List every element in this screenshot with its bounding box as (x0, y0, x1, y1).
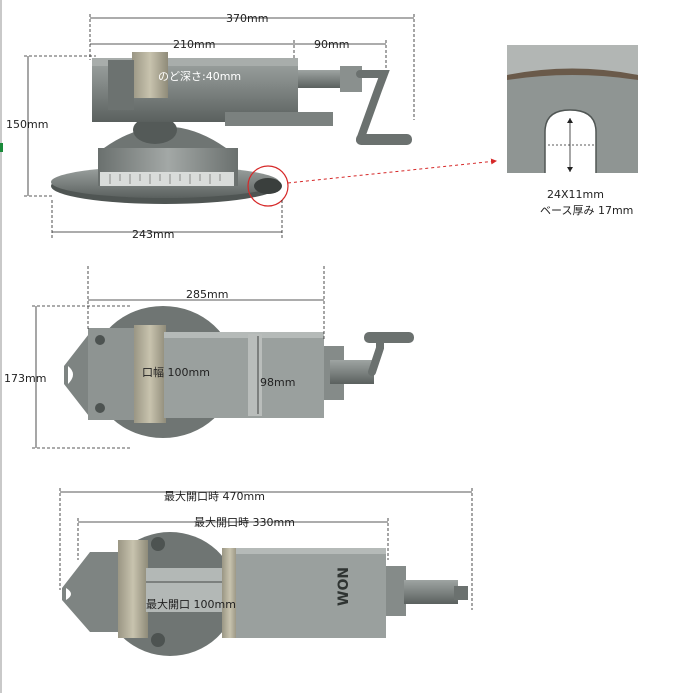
dim-base-width: 243mm (132, 228, 174, 241)
dim-throat-depth: のど深さ:40mm (158, 70, 241, 83)
dim-max-open-body: 最大開口時 330mm (194, 515, 295, 529)
dim-max-open-total: 最大開口時 470mm (164, 489, 265, 503)
dim-body-width: 98mm (260, 376, 295, 389)
dim-jaw-width: 口幅 100mm (142, 366, 210, 379)
side-dimension-lines (24, 14, 415, 240)
top-view (64, 306, 414, 438)
dim-body-length: 285mm (186, 288, 228, 301)
dim-overall-length: 370mm (226, 12, 268, 25)
brand-mark: WON (336, 567, 352, 606)
left-marker (0, 143, 3, 152)
dim-height: 150mm (6, 118, 48, 131)
dim-slot-size: 24X11mm (547, 188, 604, 201)
dim-max-opening: 最大開口 100mm (146, 597, 236, 611)
side-view (51, 52, 497, 207)
open-dimension-lines (59, 488, 473, 610)
dim-base-thickness: ベース厚み 17mm (540, 204, 633, 217)
page-left-border (0, 0, 2, 693)
detail-view (507, 45, 638, 173)
dim-jaw-to-body: 210mm (173, 38, 215, 51)
dim-width: 173mm (4, 372, 46, 385)
dim-handle-length: 90mm (314, 38, 349, 51)
top-dimension-lines (32, 266, 325, 449)
open-view: WON (62, 532, 468, 656)
